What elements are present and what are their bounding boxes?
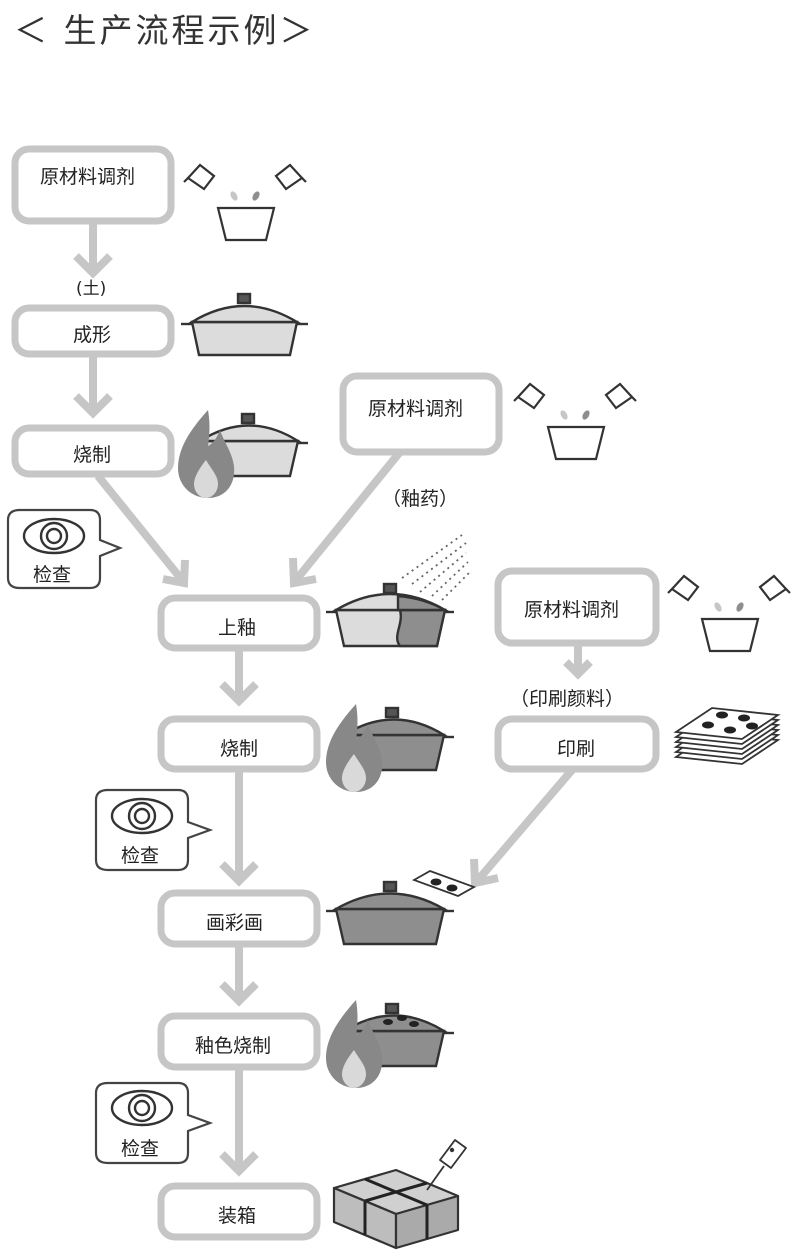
inspection-label-1: 检查 bbox=[33, 564, 72, 586]
fire-icon bbox=[178, 410, 235, 498]
step-forming: 成形 bbox=[73, 324, 112, 346]
step-printing: 印刷 bbox=[557, 738, 596, 760]
mixing-bowl-icon bbox=[512, 382, 638, 461]
arrowhead bbox=[73, 253, 113, 279]
mixing-bowl-icon bbox=[182, 163, 308, 242]
fire-icon bbox=[326, 1000, 383, 1088]
annotation-glaze: （釉药） bbox=[382, 488, 459, 510]
eye-icon bbox=[110, 1089, 174, 1127]
step-painting: 画彩画 bbox=[206, 912, 264, 934]
step-raw-clay: 原材料调剂 bbox=[40, 166, 136, 188]
inspection-bubble-2 bbox=[94, 788, 214, 872]
pot-forming-icon bbox=[181, 292, 308, 357]
inspection-bubble-3 bbox=[94, 1081, 214, 1165]
packing-box-icon bbox=[332, 1139, 467, 1250]
flow-arrows bbox=[73, 222, 593, 1177]
step-boxes bbox=[11, 145, 660, 1241]
step-bisque-firing: 烧制 bbox=[73, 444, 112, 466]
page-title: ＜ 生产流程示例＞ bbox=[14, 11, 316, 50]
inspection-bubble-1 bbox=[6, 508, 123, 590]
step-raw-pigment: 原材料调剂 bbox=[524, 599, 620, 621]
step-color-firing: 釉色烧制 bbox=[195, 1035, 272, 1057]
step-glaze-firing: 烧制 bbox=[220, 738, 259, 760]
step-raw-glaze: 原材料调剂 bbox=[368, 398, 464, 420]
annotation-clay: (土) bbox=[76, 279, 107, 299]
inspection-label-2: 检查 bbox=[121, 845, 160, 867]
mixing-bowl-icon bbox=[666, 574, 792, 653]
inspection-label-3: 检查 bbox=[121, 1138, 160, 1160]
decal-paper-icon bbox=[411, 870, 477, 897]
step-packing: 装箱 bbox=[218, 1205, 257, 1227]
printed-sheets-icon bbox=[673, 707, 781, 765]
eye-icon bbox=[110, 797, 174, 835]
fire-icon bbox=[326, 704, 383, 792]
pot-glazing-icon bbox=[326, 534, 471, 648]
annotation-pigment: （印刷颜料） bbox=[510, 688, 625, 710]
step-glazing: 上釉 bbox=[218, 617, 257, 639]
pot-painting-icon bbox=[326, 880, 454, 946]
eye-icon bbox=[22, 517, 86, 555]
